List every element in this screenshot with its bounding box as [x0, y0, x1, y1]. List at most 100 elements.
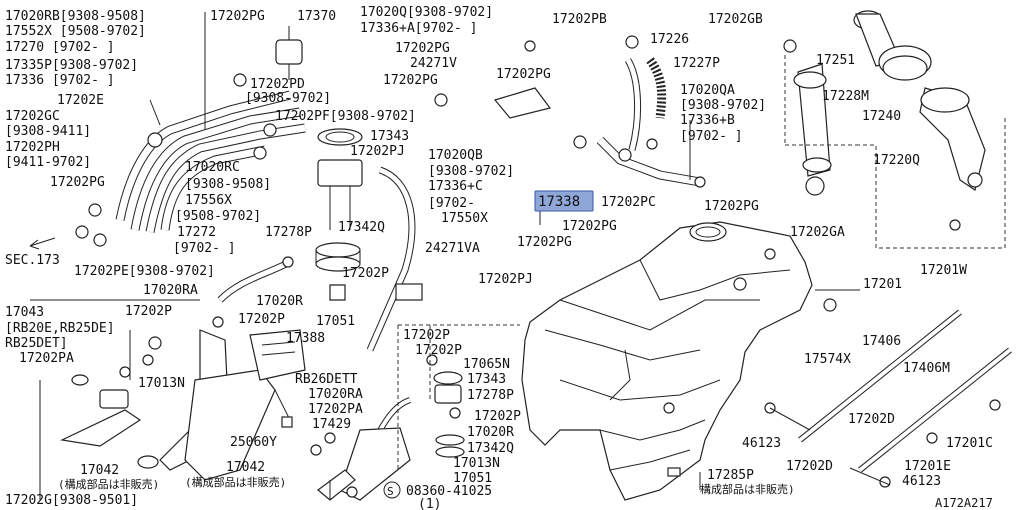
part-label[interactable]: 17202PB	[552, 12, 607, 27]
part-label[interactable]: 17278P	[467, 388, 514, 403]
part-label[interactable]: [9308-9411]	[5, 124, 91, 139]
part-label[interactable]: 17343	[370, 129, 409, 144]
part-label[interactable]: 17574X	[804, 352, 851, 367]
part-label[interactable]: 17202GA	[790, 225, 845, 240]
part-label[interactable]: 17202PG	[395, 41, 450, 56]
part-label[interactable]: 17202P	[342, 266, 389, 281]
part-label[interactable]: 17202PH	[5, 140, 60, 155]
part-label[interactable]: 46123	[902, 474, 941, 489]
part-label[interactable]: 17388	[286, 331, 325, 346]
part-label[interactable]: 17020QA	[680, 83, 735, 98]
part-label[interactable]: 08360-41025	[406, 484, 492, 499]
part-label[interactable]: 17201W	[920, 263, 967, 278]
part-label[interactable]: 17201E	[904, 459, 951, 474]
part-label[interactable]: (1)	[418, 497, 441, 510]
part-label[interactable]: 17406M	[903, 361, 950, 376]
part-label[interactable]: 17202GB	[708, 12, 763, 27]
part-label[interactable]: 17013N	[453, 456, 500, 471]
part-label[interactable]: 17201C	[946, 436, 993, 451]
part-label[interactable]: 17051	[316, 314, 355, 329]
part-label[interactable]: 25060Y	[230, 435, 277, 450]
part-label[interactable]: 17202P	[415, 343, 462, 358]
part-label[interactable]: 17202PG	[704, 199, 759, 214]
part-label[interactable]: 17020R	[467, 425, 514, 440]
part-label[interactable]: 17202P	[474, 409, 521, 424]
part-label[interactable]: 17227P	[673, 56, 720, 71]
part-label[interactable]: [9411-9702]	[5, 155, 91, 170]
part-label[interactable]: 17202PF[9308-9702]	[275, 109, 416, 124]
part-label[interactable]: 17370	[297, 9, 336, 24]
part-label[interactable]: [9702-	[428, 196, 475, 211]
part-label[interactable]: 17202PE[9308-9702]	[74, 264, 215, 279]
part-label[interactable]: 17228M	[822, 89, 869, 104]
part-label[interactable]: [9308-9508]	[185, 177, 271, 192]
sec-173-label[interactable]: SEC.173	[5, 253, 60, 268]
part-label[interactable]: 17202PG	[496, 67, 551, 82]
part-label[interactable]: 17202E	[57, 93, 104, 108]
part-label[interactable]: 17336+B	[680, 113, 735, 128]
part-label[interactable]: 24271V	[410, 56, 457, 71]
part-label[interactable]: 17429	[312, 417, 351, 432]
part-label[interactable]: 17020RA	[143, 283, 198, 298]
part-label[interactable]: 17550X	[441, 211, 488, 226]
part-label[interactable]: 17202PG	[383, 73, 438, 88]
part-label[interactable]: 17202D	[786, 459, 833, 474]
part-label[interactable]: 17020RC	[185, 160, 240, 175]
part-label[interactable]: 17342Q	[467, 441, 514, 456]
part-label[interactable]: 17240	[862, 109, 901, 124]
part-label[interactable]: 17556X	[185, 193, 232, 208]
part-label[interactable]: 17285P	[707, 468, 754, 483]
highlight-box-17338[interactable]	[534, 190, 594, 212]
part-label[interactable]: 17202PC	[601, 195, 656, 210]
part-label[interactable]: 17272	[177, 225, 216, 240]
part-label[interactable]: [9702- ]	[680, 129, 743, 144]
part-label[interactable]: 17201	[863, 277, 902, 292]
part-label[interactable]: 17202PG	[210, 9, 265, 24]
part-label[interactable]: 17020RB[9308-9508]	[5, 9, 146, 24]
part-label[interactable]: 17270 [9702- ]	[5, 40, 115, 55]
part-label[interactable]: 17065N	[463, 357, 510, 372]
part-label[interactable]: 17336 [9702- ]	[5, 73, 115, 88]
part-label[interactable]: 17043	[5, 305, 44, 320]
part-label[interactable]: 17336+A[9702- ]	[360, 21, 477, 36]
part-label[interactable]: [9308-9702]	[428, 164, 514, 179]
part-label[interactable]: [9702- ]	[173, 241, 236, 256]
part-label[interactable]: 17406	[862, 334, 901, 349]
part-label[interactable]: 17042	[226, 460, 265, 475]
part-label[interactable]: 17335P[9308-9702]	[5, 58, 138, 73]
part-label[interactable]: [9508-9702]	[175, 209, 261, 224]
part-label[interactable]: 17202PA	[19, 351, 74, 366]
part-label[interactable]: [9308-9702]	[680, 98, 766, 113]
part-label[interactable]: [9308-9702]	[245, 91, 331, 106]
part-label[interactable]: 17202PA	[308, 402, 363, 417]
part-label[interactable]: 17251	[816, 53, 855, 68]
part-label[interactable]: 17202PG	[517, 235, 572, 250]
part-label[interactable]: 17202GC	[5, 109, 60, 124]
part-label[interactable]: 24271VA	[425, 241, 480, 256]
part-label[interactable]: RB25DET]	[5, 336, 68, 351]
part-label[interactable]: 17202PD	[250, 77, 305, 92]
part-label[interactable]: 17202PG	[562, 219, 617, 234]
part-label[interactable]: 17343	[467, 372, 506, 387]
part-label[interactable]: 17013N	[138, 376, 185, 391]
part-label[interactable]: 17202D	[848, 412, 895, 427]
part-label[interactable]: 17202P	[125, 304, 172, 319]
highlighted-part-label[interactable]: 17338	[538, 194, 580, 210]
part-label[interactable]: [RB20E,RB25DE]	[5, 321, 115, 336]
part-label[interactable]: 17202P	[403, 328, 450, 343]
part-label[interactable]: 17042	[80, 463, 119, 478]
part-label[interactable]: 17342Q	[338, 220, 385, 235]
part-label[interactable]: 17202P	[238, 312, 285, 327]
part-label[interactable]: 17020QB	[428, 148, 483, 163]
part-label[interactable]: 17020R	[256, 294, 303, 309]
part-label[interactable]: 17202PJ	[478, 272, 533, 287]
part-label[interactable]: 17552X [9508-9702]	[5, 24, 146, 39]
part-label[interactable]: 17336+C	[428, 179, 483, 194]
part-label[interactable]: 17020RA	[308, 387, 363, 402]
part-label[interactable]: 17202PG	[50, 175, 105, 190]
part-label[interactable]: 17220Q	[873, 153, 920, 168]
part-label[interactable]: 17278P	[265, 225, 312, 240]
part-label[interactable]: 17226	[650, 32, 689, 47]
part-label[interactable]: 17051	[453, 471, 492, 486]
part-label[interactable]: 17202G[9308-9501]	[5, 493, 138, 508]
